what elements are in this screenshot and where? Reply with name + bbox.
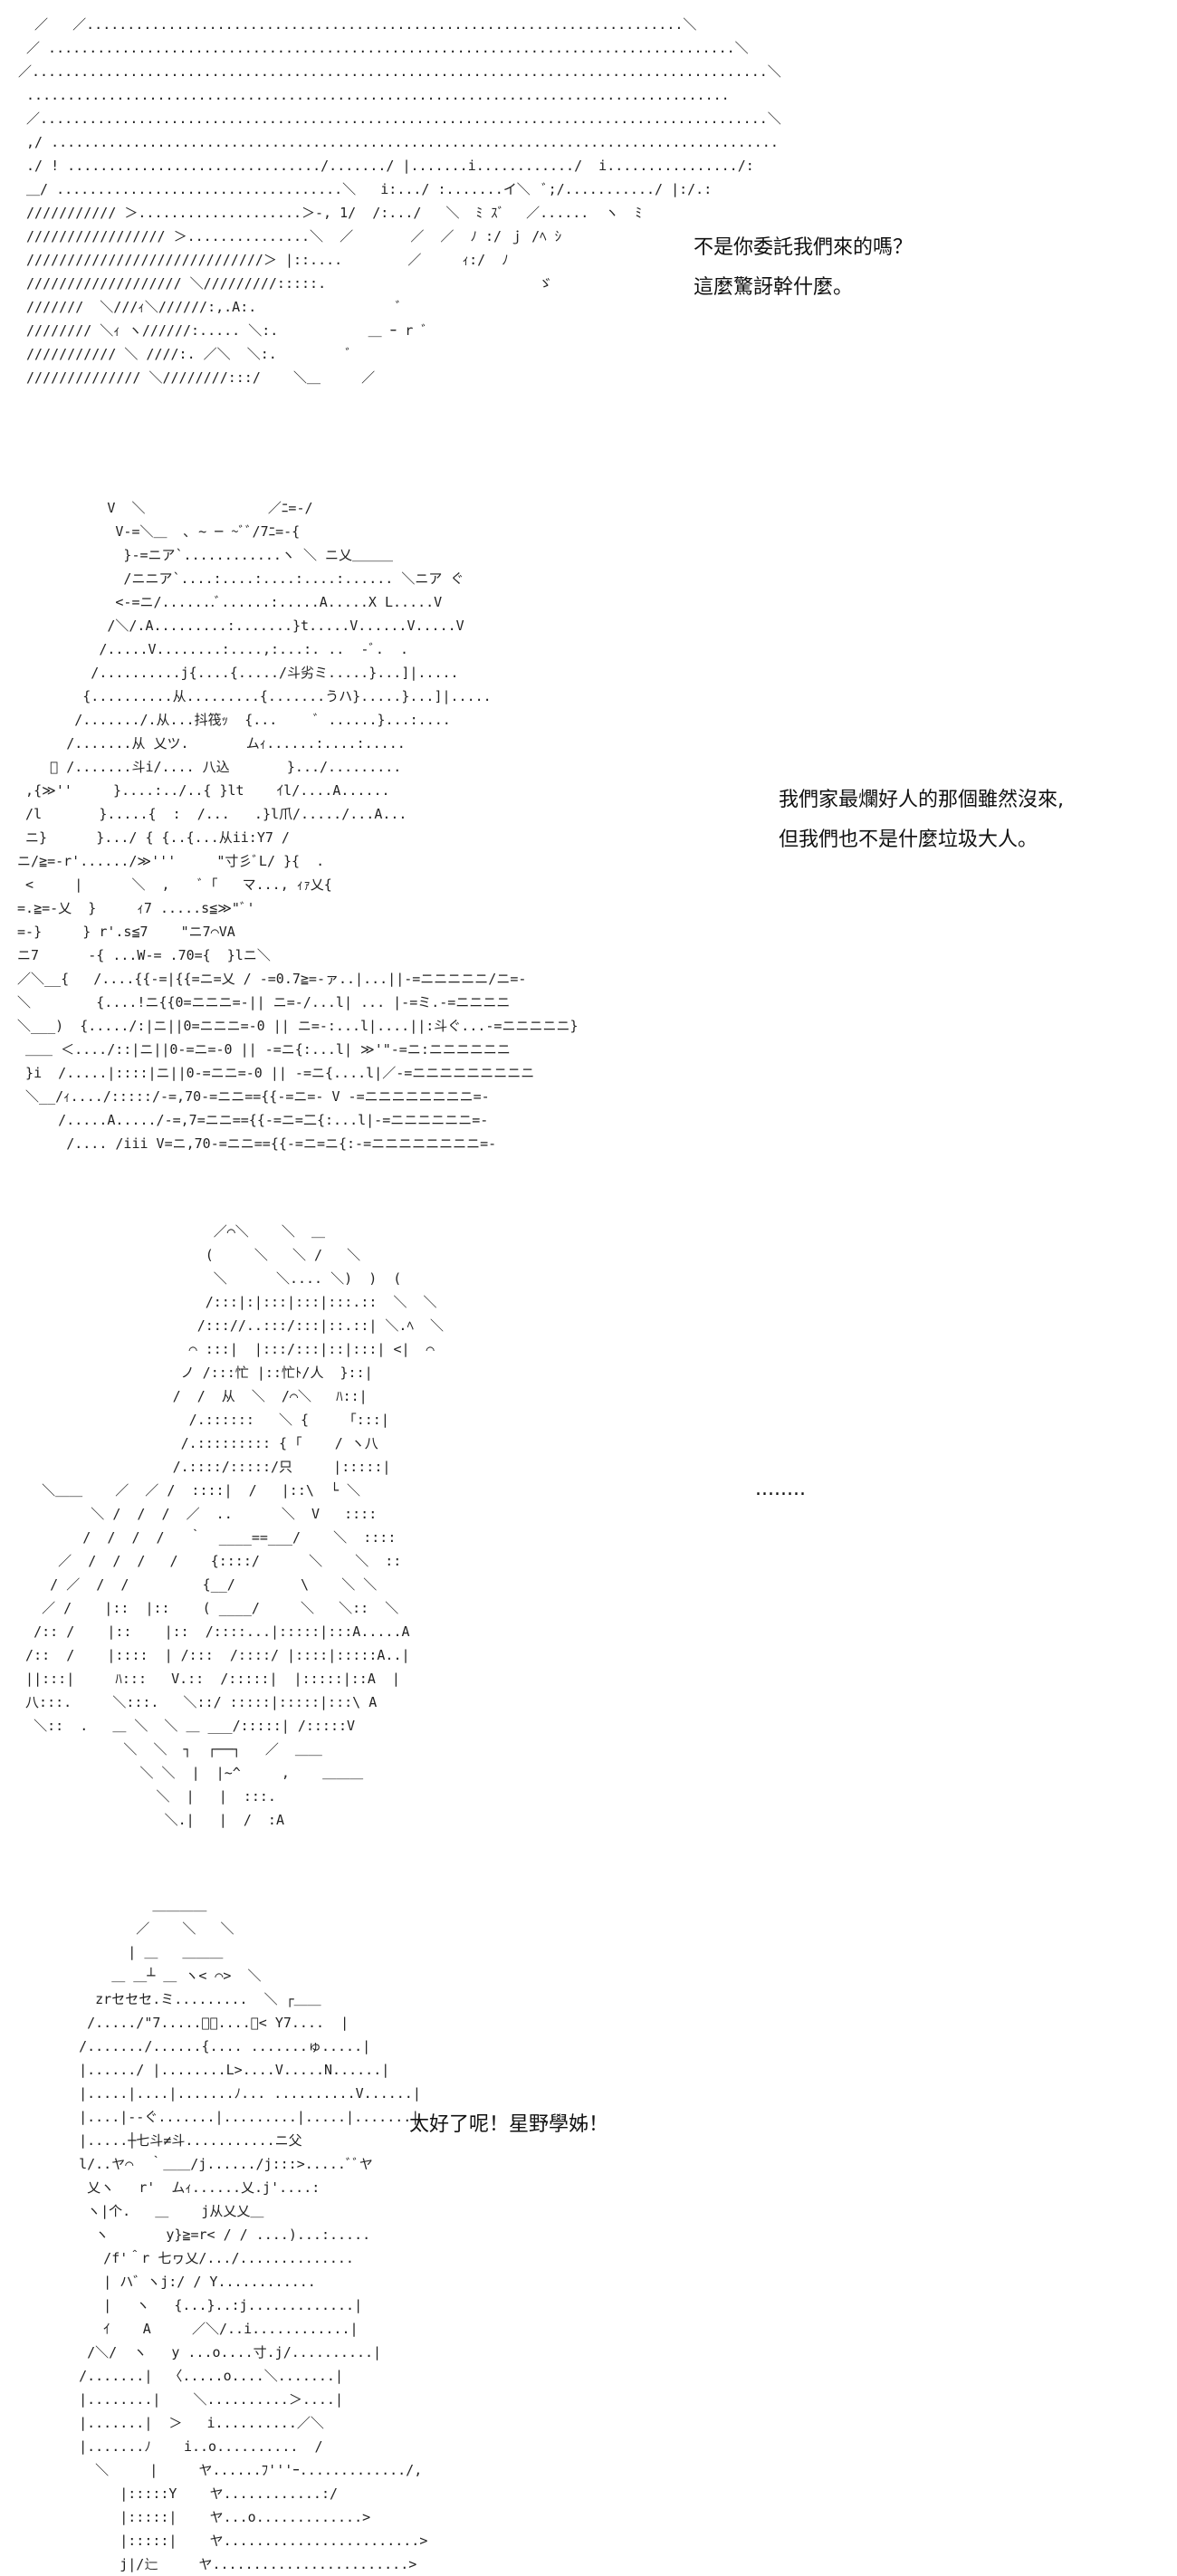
dialogue-panel-3: ........ [755, 1470, 806, 1509]
ascii-art-panel-3: ／⌒＼ ＼ ＿ ( ＼ ＼ / ＼ ＼ ＼.... ＼) ) ( /:::|:|… [25, 1223, 445, 1828]
panel-2: V ＼ ／ﾆ=-/ V-=＼＿ ､ ~ ─ ~ﾞﾞ/7ﾆ=-{ }-=ニア`..… [0, 489, 1177, 1186]
dialogue-line: 太好了呢！星野學姊！ [409, 2113, 609, 2136]
dialogue-line: 但我們也不是什麼垃圾大人。 [779, 828, 1038, 851]
panel-3: ／⌒＼ ＼ ＿ ( ＼ ＼ / ＼ ＼ ＼.... ＼) ) ( /:::|:|… [0, 1209, 1177, 1870]
dialogue-line: ........ [755, 1478, 806, 1500]
ascii-art-panel-2: V ＼ ／ﾆ=-/ V-=＼＿ ､ ~ ─ ~ﾞﾞ/7ﾆ=-{ }-=ニア`..… [17, 500, 579, 1152]
dialogue-panel-1: 不是你委託我們來的嗎？ 這麼驚訝幹什麼。 [694, 228, 913, 308]
dialogue-line: 這麼驚訝幹什麼。 [694, 276, 854, 299]
ascii-art-panel-4: ＿＿＿＿ ／ ＼ ＼ | ＿ ＿＿＿ ＿ ＿┴ ＿ ヽ< ⌒> ＼ zrセセセ.… [79, 1897, 428, 2572]
dialogue-panel-4: 太好了呢！星野學姊！ [409, 2105, 608, 2145]
panel-4: ＿＿＿＿ ／ ＼ ＼ | ＿ ＿＿＿ ＿ ＿┴ ＿ ヽ< ⌒> ＼ zrセセセ.… [0, 1888, 1177, 2572]
panel-1: ／ ／.....................................… [0, 0, 1177, 471]
dialogue-line: 我們家最爛好人的那個雖然沒來, [779, 789, 1064, 811]
dialogue-panel-2: 我們家最爛好人的那個雖然沒來, 但我們也不是什麼垃圾大人。 [779, 780, 1064, 860]
dialogue-line: 不是你委託我們來的嗎？ [694, 236, 914, 259]
ascii-art-panel-1: ／ ／.....................................… [18, 16, 781, 386]
